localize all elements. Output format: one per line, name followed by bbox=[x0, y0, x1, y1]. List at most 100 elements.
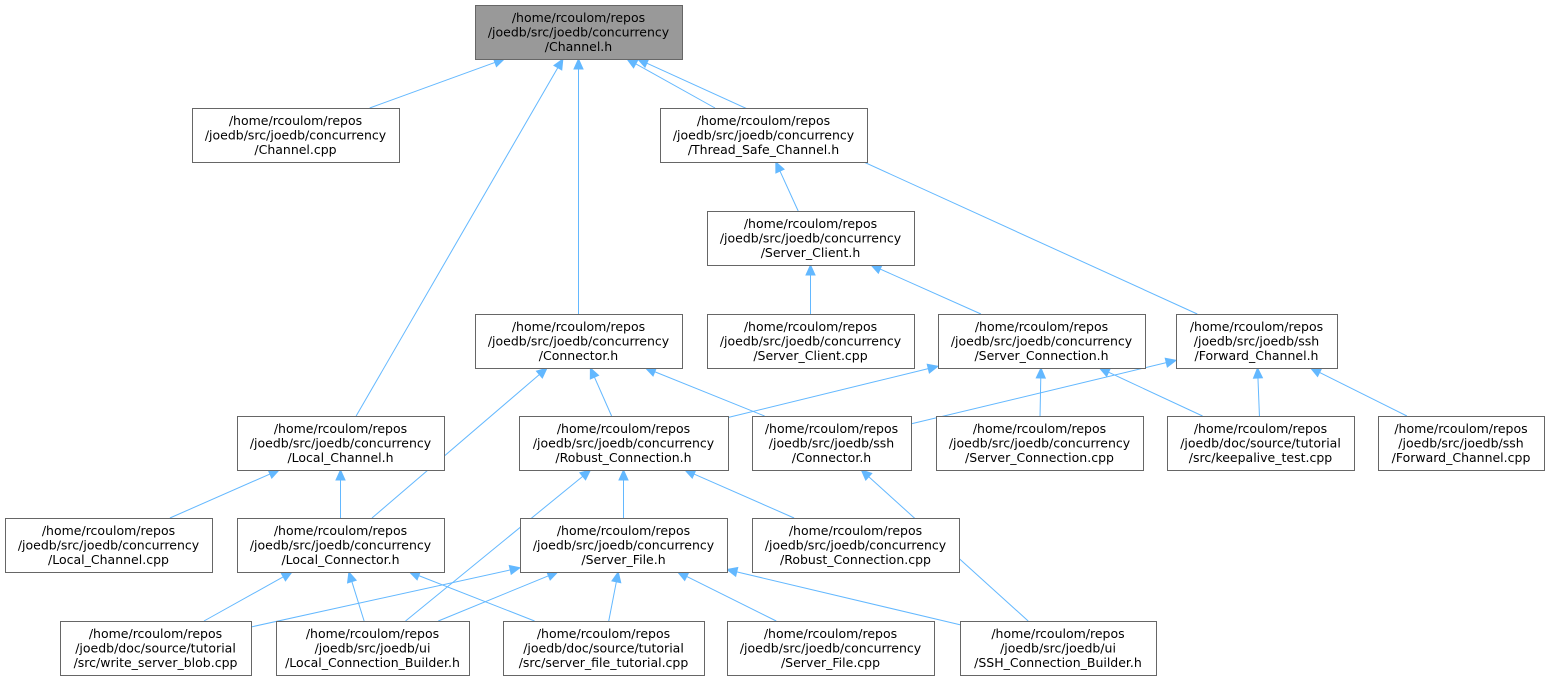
node-keepalive-test-cpp[interactable]: /home/rcoulom/repos/joedb/doc/source/tut… bbox=[1167, 416, 1355, 471]
node-server-client-cpp[interactable]: /home/rcoulom/repos/joedb/src/joedb/conc… bbox=[707, 314, 915, 369]
edge-write_server_blob_cpp-to-local_connector_h bbox=[203, 571, 294, 622]
node-server-file-cpp[interactable]: /home/rcoulom/repos/joedb/src/joedb/conc… bbox=[727, 621, 935, 676]
node-label-line: /joedb/src/joedb/concurrency bbox=[250, 436, 432, 451]
node-box bbox=[960, 621, 1157, 676]
node-local-channel-h[interactable]: /home/rcoulom/repos/joedb/src/joedb/conc… bbox=[237, 416, 445, 471]
node-write-server-blob-cpp[interactable]: /home/rcoulom/repos/joedb/doc/source/tut… bbox=[60, 621, 252, 676]
node-label-line: /Local_Channel.cpp bbox=[48, 552, 169, 567]
node-local-connector-h[interactable]: /home/rcoulom/repos/joedb/src/joedb/conc… bbox=[237, 518, 445, 573]
node-server-file-tutorial-cpp[interactable]: /home/rcoulom/repos/joedb/doc/source/tut… bbox=[503, 621, 705, 676]
arrowhead-icon bbox=[775, 160, 785, 174]
edge-line bbox=[371, 374, 540, 519]
arrowhead-icon bbox=[869, 264, 883, 275]
edge-line bbox=[1319, 372, 1408, 417]
node-label: /home/rcoulom/repos/joedb/src/joedb/conc… bbox=[949, 421, 1131, 465]
node-box bbox=[752, 518, 960, 573]
node-label-line: /Forward_Channel.h bbox=[1195, 348, 1319, 363]
node-label: /home/rcoulom/repos/joedb/src/joedb/conc… bbox=[740, 626, 922, 670]
node-label-line: /Server_Connection.h bbox=[974, 348, 1108, 363]
node-label-line: /src/write_server_blob.cpp bbox=[74, 655, 238, 670]
node-label-line: /joedb/src/joedb/concurrency bbox=[951, 334, 1133, 349]
node-label: /home/rcoulom/repos/joedb/src/joedb/ui/L… bbox=[285, 626, 460, 670]
edge-local_connector_h-to-local_channel_h bbox=[335, 468, 346, 518]
node-forward-channel-cpp[interactable]: /home/rcoulom/repos/joedb/src/joedb/ssh/… bbox=[1378, 416, 1545, 471]
node-server-connection-h[interactable]: /home/rcoulom/repos/joedb/src/joedb/conc… bbox=[938, 314, 1146, 369]
node-ssh-connection-builder-h[interactable]: /home/rcoulom/repos/joedb/src/joedb/ui/S… bbox=[960, 621, 1157, 676]
node-robust-connection-h[interactable]: /home/rcoulom/repos/joedb/src/joedb/conc… bbox=[519, 416, 729, 471]
node-local-connection-builder-h[interactable]: /home/rcoulom/repos/joedb/src/joedb/ui/L… bbox=[276, 621, 470, 676]
node-label: /home/rcoulom/repos/joedb/src/joedb/conc… bbox=[720, 216, 902, 260]
node-channel-h: /home/rcoulom/repos/joedb/src/joedb/conc… bbox=[475, 5, 683, 60]
node-box bbox=[475, 5, 683, 60]
node-label-line: /joedb/src/joedb/concurrency bbox=[740, 641, 922, 656]
node-label-line: /home/rcoulom/repos bbox=[557, 523, 690, 538]
node-label-line: /Server_Client.cpp bbox=[753, 348, 867, 363]
node-label-line: /joedb/src/joedb/concurrency bbox=[720, 334, 902, 349]
edge-server_client_h-to-thread_safe_channel_h bbox=[775, 160, 799, 212]
arrowhead-icon bbox=[508, 564, 522, 576]
arrowhead-icon bbox=[535, 367, 548, 379]
node-box bbox=[237, 518, 445, 573]
node-label-line: /joedb/doc/source/tutorial bbox=[1180, 436, 1341, 451]
node-thread-safe-channel-h[interactable]: /home/rcoulom/repos/joedb/src/joedb/conc… bbox=[660, 108, 868, 163]
node-label: /home/rcoulom/repos/joedb/src/joedb/conc… bbox=[488, 319, 670, 363]
node-channel-cpp[interactable]: /home/rcoulom/repos/joedb/src/joedb/conc… bbox=[192, 108, 400, 163]
node-label-line: /joedb/src/joedb/concurrency bbox=[533, 538, 715, 553]
edge-line bbox=[593, 376, 613, 417]
node-label-line: /home/rcoulom/repos bbox=[744, 216, 877, 231]
edge-line bbox=[608, 581, 617, 622]
edge-local_connection_builder_h-to-local_connector_h bbox=[346, 570, 365, 622]
node-label-line: /joedb/src/joedb/concurrency bbox=[250, 538, 432, 553]
arrowhead-icon bbox=[280, 571, 294, 582]
node-box bbox=[60, 621, 252, 676]
edge-line bbox=[203, 576, 284, 622]
node-connector-h[interactable]: /home/rcoulom/repos/joedb/src/joedb/conc… bbox=[475, 314, 683, 369]
node-label-line: /home/rcoulom/repos bbox=[789, 523, 922, 538]
node-label-line: /home/rcoulom/repos bbox=[89, 626, 222, 641]
node-box bbox=[938, 314, 1146, 369]
node-label-line: /home/rcoulom/repos bbox=[973, 421, 1106, 436]
node-label-line: /Local_Connection_Builder.h bbox=[285, 655, 460, 670]
node-label-line: /Channel.cpp bbox=[254, 142, 336, 157]
node-label-line: /joedb/src/joedb/ui bbox=[315, 641, 431, 656]
edge-channel_cpp-to-channel_h bbox=[369, 57, 506, 109]
node-label-line: /SSH_Connection_Builder.h bbox=[974, 655, 1142, 670]
node-box bbox=[475, 314, 683, 369]
edge-line bbox=[355, 67, 559, 417]
node-label-line: /joedb/src/joedb/ssh bbox=[1194, 334, 1319, 349]
node-box bbox=[936, 416, 1144, 471]
arrowhead-icon bbox=[618, 468, 629, 481]
node-ssh-connector-h[interactable]: /home/rcoulom/repos/joedb/src/joedb/ssh/… bbox=[752, 416, 912, 471]
edge-ssh_connection_builder_h-to-server_file_h bbox=[725, 566, 961, 626]
node-label-line: /joedb/doc/source/tutorial bbox=[75, 641, 236, 656]
node-server-file-h[interactable]: /home/rcoulom/repos/joedb/src/joedb/conc… bbox=[520, 518, 728, 573]
arrowhead-icon bbox=[335, 468, 346, 481]
node-server-connection-cpp[interactable]: /home/rcoulom/repos/joedb/src/joedb/conc… bbox=[936, 416, 1144, 471]
node-label-line: /joedb/src/joedb/ssh bbox=[1398, 436, 1523, 451]
edge-server_client_cpp-to-server_client_h bbox=[805, 263, 816, 314]
node-local-channel-cpp[interactable]: /home/rcoulom/repos/joedb/src/joedb/conc… bbox=[5, 518, 213, 573]
arrowhead-icon bbox=[589, 366, 600, 380]
edge-forward_channel_h-to-channel_h bbox=[636, 58, 1198, 315]
arrowhead-icon bbox=[1164, 357, 1178, 368]
node-label-line: /src/keepalive_test.cpp bbox=[1189, 450, 1333, 465]
arrowhead-icon bbox=[725, 566, 739, 578]
node-label-line: /joedb/doc/source/tutorial bbox=[523, 641, 684, 656]
edge-line bbox=[1108, 371, 1203, 417]
node-box bbox=[276, 621, 470, 676]
node-label-line: /joedb/src/joedb/concurrency bbox=[533, 436, 715, 451]
arrowhead-icon bbox=[625, 58, 639, 69]
arrowhead-icon bbox=[805, 263, 816, 276]
node-label-line: /home/rcoulom/repos bbox=[697, 113, 830, 128]
edge-line bbox=[910, 362, 1167, 425]
node-label: /home/rcoulom/repos/joedb/src/joedb/conc… bbox=[18, 523, 200, 567]
node-server-client-h[interactable]: /home/rcoulom/repos/joedb/src/joedb/conc… bbox=[707, 211, 915, 266]
node-forward-channel-h[interactable]: /home/rcoulom/repos/joedb/src/joedb/ssh/… bbox=[1176, 314, 1338, 369]
node-label-line: /Channel.h bbox=[545, 39, 612, 54]
node-label: /home/rcoulom/repos/joedb/src/joedb/ssh/… bbox=[765, 421, 898, 465]
node-robust-connection-cpp[interactable]: /home/rcoulom/repos/joedb/src/joedb/conc… bbox=[752, 518, 960, 573]
node-label-line: /src/server_file_tutorial.cpp bbox=[519, 655, 689, 670]
nodes-layer: /home/rcoulom/repos/joedb/src/joedb/conc… bbox=[5, 5, 1545, 676]
node-label-line: /Thread_Safe_Channel.h bbox=[688, 142, 839, 157]
